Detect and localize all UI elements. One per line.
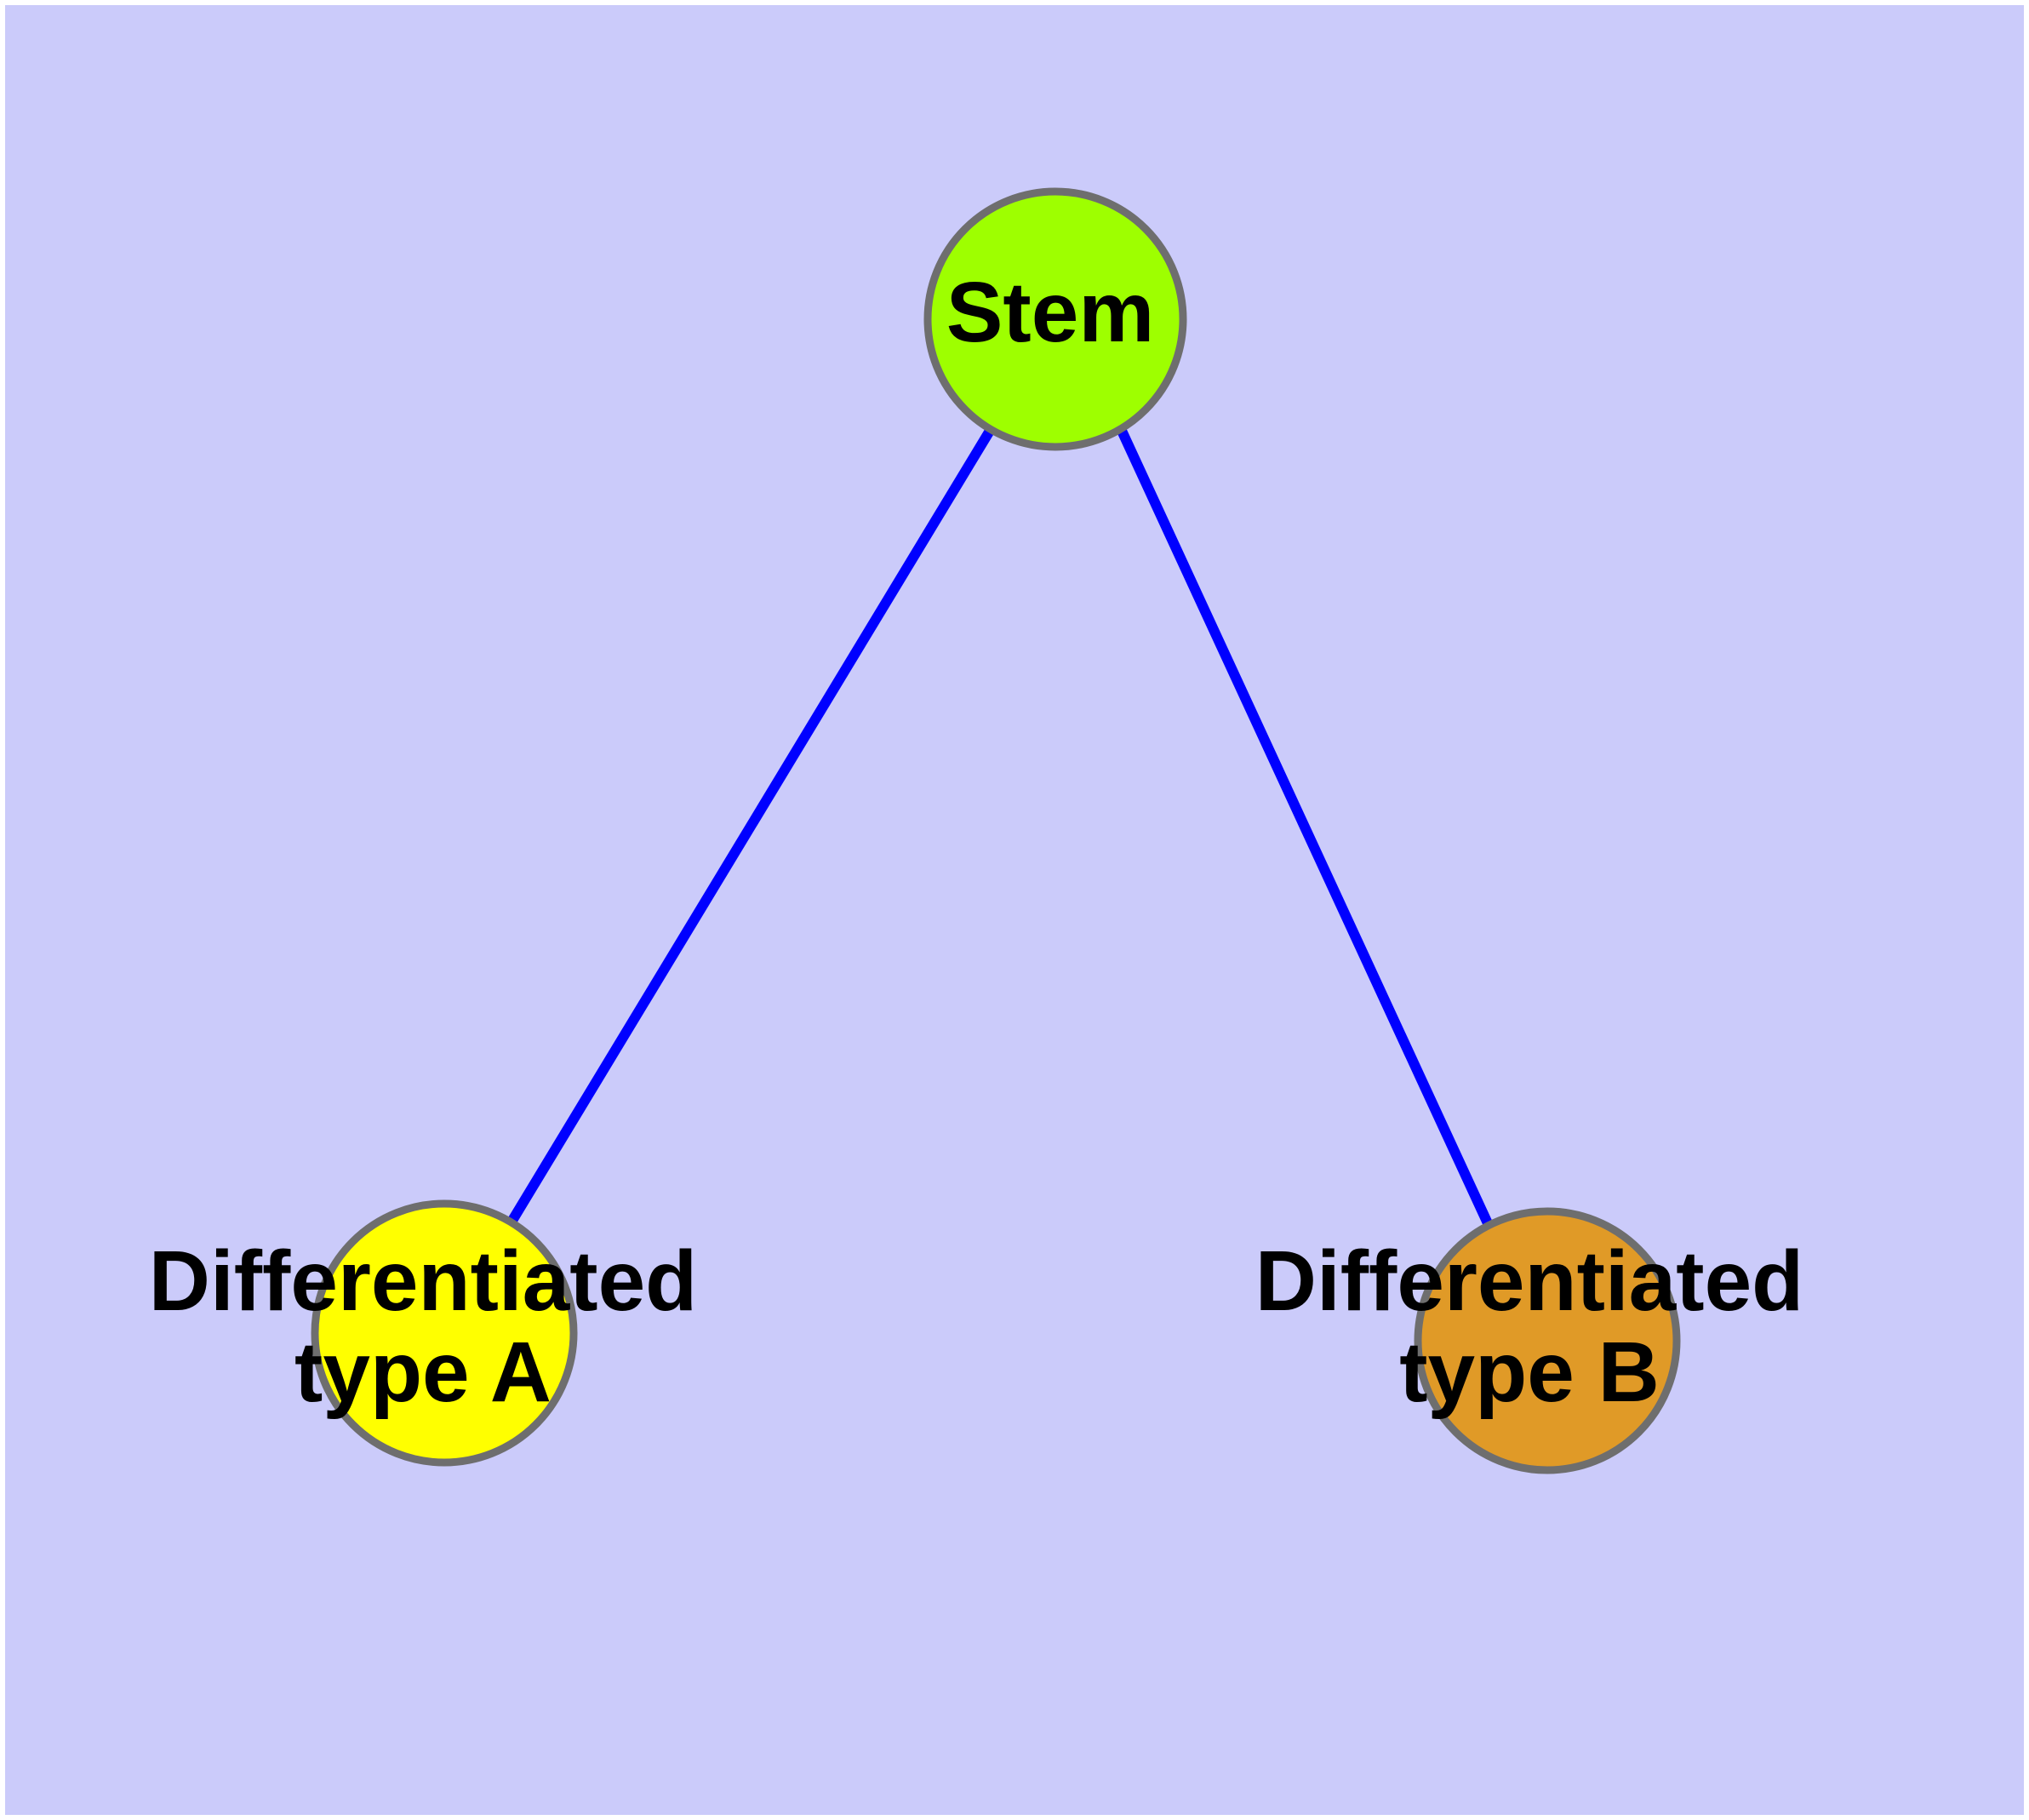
edge-stem-to-type-b[interactable]: [1117, 428, 1493, 1226]
edge-stem-to-type-a[interactable]: [506, 427, 995, 1227]
node-layer: [311, 187, 1681, 1474]
edge-layer: [506, 427, 1493, 1227]
node-label-stem: Stem: [946, 265, 1155, 360]
node-diff-type-b[interactable]: [1414, 1207, 1681, 1474]
node-diff-type-a[interactable]: [311, 1199, 578, 1467]
node-stem[interactable]: [923, 187, 1187, 451]
